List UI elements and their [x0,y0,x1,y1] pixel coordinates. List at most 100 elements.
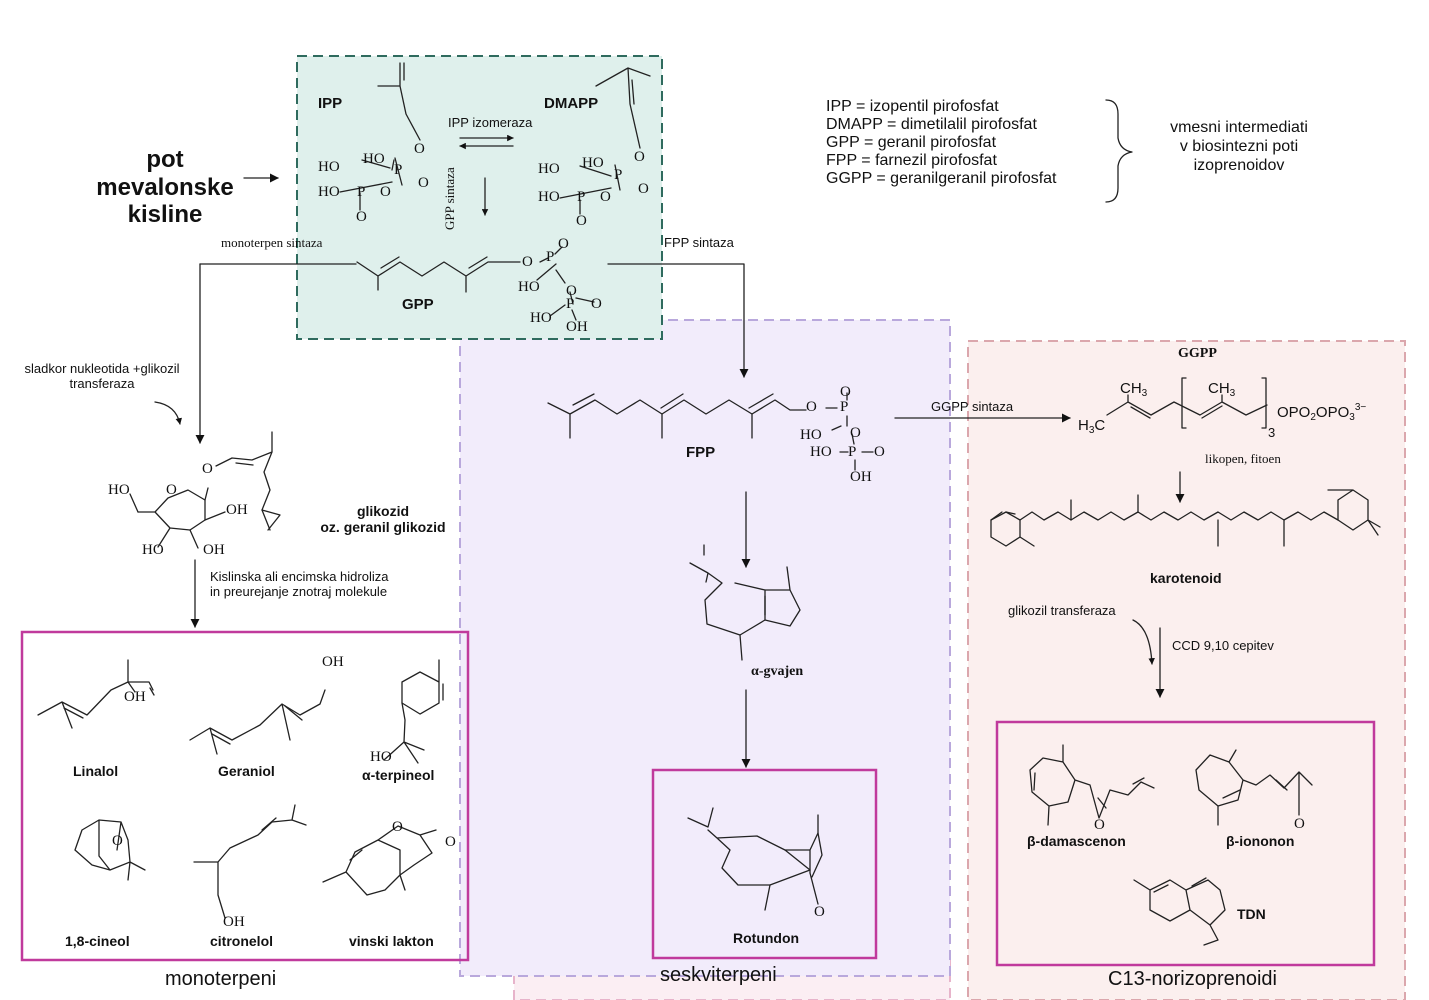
ggpp-ch3-2-sub: 3 [1229,388,1236,399]
lactone-o-carbonyl: O [445,834,456,850]
geraniol-oh: OH [322,654,344,670]
dmapp-p-1: P [614,167,623,183]
glycoside-oh-1: OH [226,502,248,518]
gpp-synthase-label: GPP sintaza [442,167,457,230]
carotenoid-label: karotenoid [1150,570,1222,586]
legend-note-line3: izoprenoidov [1193,157,1285,174]
ggpp-ch3-1: CH3 [1120,380,1147,400]
compound-tdn: TDN [1237,906,1266,922]
norisoprenoid-box [995,720,1376,967]
ggpp-h3c-h: H [1078,417,1089,434]
fpp-oh: OH [850,469,872,485]
legend-note: vmesni intermediati v biosintezni poti i… [1150,118,1328,175]
dmapp-ho-2: HO [538,161,560,177]
dmapp-label: DMAPP [544,95,599,112]
sugar-nucleotide-line1: sladkor nukleotida +glikozil [24,361,180,376]
hydrolysis-line1: Kislinska ali encimska hidroliza [210,569,389,584]
fpp-o-2: O [840,384,851,400]
compound-linalool: Linalol [73,763,119,779]
citronellol-oh: OH [223,914,245,930]
gpp-p-1: P [546,249,555,265]
fpp-o-1: O [806,399,817,415]
compound-beta-ionone: β-iononon [1226,833,1295,849]
rotundone-o: O [814,904,825,920]
ipp-o-1: O [414,141,425,157]
ggpp-tail-1: OPO [1277,404,1311,421]
ggpp-synthase-label: GGPP sintaza [931,399,1014,414]
gpp-ho-1: HO [518,279,540,295]
isoprenoid-precursor-panel [296,55,663,340]
ionone-o: O [1294,816,1305,832]
legend-note-line2: v biosintezni poti [1179,138,1299,155]
compound-geraniol: Geraniol [218,763,275,779]
compound-rotundone: Rotundon [733,930,800,946]
ipp-p-1: P [394,162,403,178]
compound-wine-lactone: vinski lakton [349,933,434,949]
ipp-ho-1: HO [363,151,385,167]
monoterpene-box [20,630,470,962]
ggpp-h3c: H3C [1078,417,1105,437]
fpp-ho-2: HO [810,444,832,460]
hydrolysis-line2: in preurejanje znotraj molekule [210,583,388,599]
glycoside-o: O [202,461,213,477]
ggpp-phosphate-tail: OPO2OPO33− [1277,402,1366,424]
ipp-ho-2: HO [318,159,340,175]
hydrolysis-label: Kislinska ali encimska hidroliza in preu… [210,569,389,600]
ggpp-repeat-index: 3 [1268,425,1276,440]
dmapp-ho-3: HO [538,189,560,205]
ccd-cleavage-label: CCD 9,10 cepitev [1172,638,1274,653]
fpp-ho-1: HO [800,427,822,443]
rotundone-box [651,768,878,960]
legend-item: IPP = izopentil pirofosfat [826,98,999,115]
ggpp-ch3-1-sub: 3 [1141,388,1148,399]
ipp-o-3: O [380,184,391,200]
ipp-p-2: P [357,184,366,200]
ggpp-tail-sub2: 3 [1349,412,1355,423]
gpp-label: GPP [402,296,434,313]
dmapp-o-3: O [600,189,611,205]
compound-beta-damascenone: β-damascenon [1027,833,1126,849]
ggpp-ch3-2: CH3 [1208,380,1235,400]
ggpp-ch3-2-text: CH [1208,380,1230,397]
lycopene-label: likopen, fitoen [1205,451,1281,466]
dmapp-p-2: P [577,189,586,205]
glycoside-ring-o: O [166,482,177,498]
gpp-o-2: O [558,236,569,252]
glycosyl-transferase-label: glikozil transferaza [1008,603,1116,618]
glycoside-label: glikozid oz. geranil glikozid [318,503,448,535]
start-label-line3: kisline [127,201,203,229]
dmapp-o-4: O [576,213,587,229]
fpp-p-1: P [840,399,849,415]
gpp-ho-2: HO [530,310,552,326]
gpp-p-2: P [566,296,575,312]
compound-cineole: 1,8-cineol [65,933,130,949]
group-sesquiterpenes: seskviterpeni [660,964,777,986]
norisoprenoid-panel [967,340,1406,1000]
sugar-nucleotide-line2: transferaza [69,375,135,391]
fpp-o-3: O [850,425,861,441]
ggpp-ch3-1-text: CH [1120,380,1142,397]
dmapp-o-2: O [638,181,649,197]
monoterpene-synthase-label: monoterpen sintaza [221,235,323,250]
sesquiterpene-panel [459,319,951,977]
compound-citronellol: citronelol [210,933,274,949]
ipp-ho-3: HO [318,184,340,200]
fpp-synthase-label: FPP sintaza [664,235,734,250]
terpineol-ho: HO [370,749,392,765]
compound-alpha-terpineol: α-terpineol [362,767,435,783]
ggpp-tail-2: OPO [1315,404,1350,421]
legend-item: GGPP = geranilgeranil pirofosfat [826,170,1057,187]
sugar-nucleotide-label: sladkor nukleotida +glikozil transferaza [12,361,192,392]
gpp-o-3: O [566,283,577,299]
glycoside-ho-1: HO [108,482,130,498]
cineole-o: O [112,833,123,849]
fpp-o-4: O [874,444,885,460]
ipp-o-4: O [356,209,367,225]
legend-item: DMAPP = dimetilalil pirofosfat [826,116,1037,133]
dmapp-ho-1: HO [582,155,604,171]
legend-note-line1: vmesni intermediati [1170,119,1308,136]
group-monoterpenes: monoterpeni [165,968,277,990]
gpp-oh-1: OH [566,319,588,335]
alpha-guaiene-label: α-gvajen [751,664,804,679]
